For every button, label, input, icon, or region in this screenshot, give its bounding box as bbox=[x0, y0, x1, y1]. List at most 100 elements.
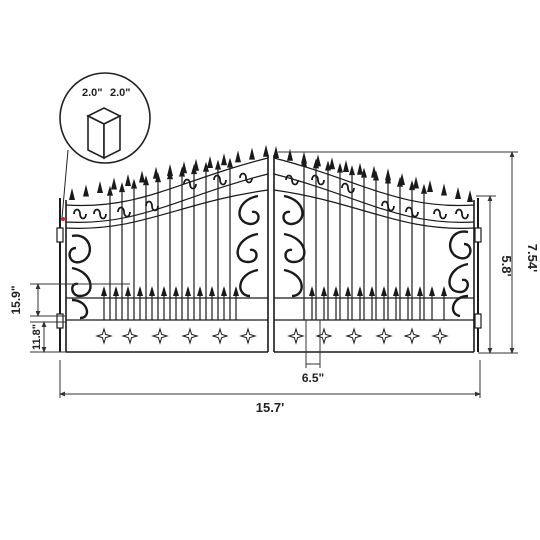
four-point-star-icon bbox=[151, 327, 169, 345]
hinge-bottom-left bbox=[56, 313, 64, 329]
spear-finial-icon bbox=[381, 286, 387, 296]
finials bbox=[69, 144, 473, 202]
spear-finial-icon bbox=[185, 286, 191, 296]
four-point-star-icon bbox=[95, 327, 113, 345]
scroll-ornament-icon bbox=[68, 194, 260, 320]
dimensions bbox=[30, 151, 518, 398]
left-leaf-top-rail bbox=[65, 157, 269, 207]
spear-finial-icon bbox=[361, 167, 367, 178]
four-point-star-icon bbox=[211, 327, 229, 345]
spear-finial-icon bbox=[137, 286, 143, 296]
spear-finial-icon bbox=[125, 174, 131, 186]
spear-finial-icon bbox=[235, 150, 241, 163]
spear-finial-icon bbox=[181, 161, 187, 174]
scroll-ornament-icon bbox=[455, 208, 469, 220]
spear-finial-icon bbox=[209, 286, 215, 296]
spear-finial-icon bbox=[413, 176, 419, 189]
spear-finial-icon bbox=[357, 162, 363, 175]
spear-finial-icon bbox=[161, 286, 167, 296]
spear-finial-icon bbox=[455, 187, 461, 199]
hinge-top-right bbox=[474, 227, 482, 243]
four-point-star-icon bbox=[239, 327, 257, 345]
overall-width-label: 15.7' bbox=[256, 400, 284, 415]
scroll-ornament-icon bbox=[341, 182, 355, 194]
spear-finial-icon bbox=[321, 286, 327, 296]
spear-finial-icon bbox=[399, 173, 405, 185]
four-point-star-icon bbox=[121, 327, 139, 345]
short-pickets bbox=[101, 286, 447, 320]
spear-finial-icon bbox=[371, 165, 377, 178]
spear-finial-icon bbox=[193, 158, 199, 171]
scroll-ornament-icon bbox=[183, 178, 197, 190]
spear-finial-icon bbox=[357, 286, 363, 296]
spear-finial-icon bbox=[143, 175, 149, 186]
spear-finial-icon bbox=[119, 182, 125, 193]
post-cube-icon bbox=[86, 107, 122, 160]
four-point-star-icon bbox=[403, 327, 421, 345]
spear-finial-icon bbox=[263, 144, 269, 157]
hinge-top-left bbox=[56, 227, 64, 243]
post-width-label: 2.0" bbox=[82, 87, 103, 99]
spear-finial-icon bbox=[149, 286, 155, 296]
spear-finial-icon bbox=[131, 178, 137, 189]
callout-marker-dot bbox=[61, 217, 65, 221]
spear-finial-icon bbox=[343, 160, 349, 172]
spear-finial-icon bbox=[69, 188, 75, 200]
spear-finial-icon bbox=[273, 146, 279, 158]
spear-finial-icon bbox=[421, 183, 427, 194]
spear-finial-icon bbox=[333, 286, 339, 296]
spear-finial-icon bbox=[441, 286, 447, 296]
spear-finial-icon bbox=[97, 181, 103, 193]
spear-finial-icon bbox=[345, 286, 351, 296]
scroll-ornament-icon bbox=[117, 206, 131, 218]
spear-finial-icon bbox=[167, 164, 173, 176]
scroll-ornament-icon bbox=[405, 206, 419, 218]
four-point-star-icon bbox=[431, 327, 449, 345]
scroll-ornament-icon bbox=[282, 194, 472, 318]
bottom-clearance-label: 11.8" bbox=[31, 324, 43, 350]
spear-finial-icon bbox=[111, 177, 117, 190]
spear-finial-icon bbox=[153, 166, 159, 179]
scroll-ornament-icon bbox=[145, 200, 159, 212]
post-detail-callout: 2.0" 2.0" bbox=[59, 72, 151, 221]
spear-finial-icon bbox=[203, 161, 209, 172]
spear-finial-icon bbox=[287, 148, 293, 161]
spear-finial-icon bbox=[309, 286, 315, 296]
spear-finial-icon bbox=[107, 185, 113, 196]
four-point-star-icon bbox=[315, 327, 333, 345]
overall-height-label: 7.54' bbox=[525, 244, 540, 272]
spear-finial-icon bbox=[441, 183, 447, 196]
scroll-ornament-icon bbox=[285, 174, 299, 186]
scroll-ornament-icon bbox=[213, 174, 227, 186]
spear-finial-icon bbox=[301, 151, 307, 164]
spear-finial-icon bbox=[427, 180, 433, 192]
four-point-star-icon bbox=[345, 327, 363, 345]
spear-finial-icon bbox=[429, 286, 435, 296]
spear-finial-icon bbox=[349, 165, 355, 176]
spear-finial-icon bbox=[385, 168, 391, 181]
pickets bbox=[109, 166, 425, 320]
stars bbox=[95, 327, 449, 345]
scroll-ornament-icon bbox=[433, 208, 447, 220]
spear-finial-icon bbox=[227, 157, 233, 168]
scroll-ornament-icon bbox=[239, 172, 253, 184]
spear-finial-icon bbox=[233, 286, 239, 296]
spear-finial-icon bbox=[315, 154, 321, 167]
spear-finial-icon bbox=[207, 156, 213, 168]
spear-finial-icon bbox=[249, 147, 255, 160]
left-leaf-third-rail bbox=[65, 189, 269, 229]
four-point-star-icon bbox=[375, 327, 393, 345]
scroll-ornament-icon bbox=[93, 208, 107, 220]
hinge-bottom-right bbox=[474, 313, 482, 329]
lower-section-label: 15.9" bbox=[9, 285, 23, 314]
spear-finial-icon bbox=[197, 286, 203, 296]
spear-finial-icon bbox=[405, 286, 411, 296]
side-height-label: 5.8' bbox=[499, 255, 514, 276]
spear-finial-icon bbox=[113, 286, 119, 296]
rosettes bbox=[73, 172, 469, 220]
spear-finial-icon bbox=[337, 162, 343, 173]
spear-finial-icon bbox=[173, 286, 179, 296]
spear-finial-icon bbox=[393, 286, 399, 296]
gate bbox=[56, 144, 482, 353]
